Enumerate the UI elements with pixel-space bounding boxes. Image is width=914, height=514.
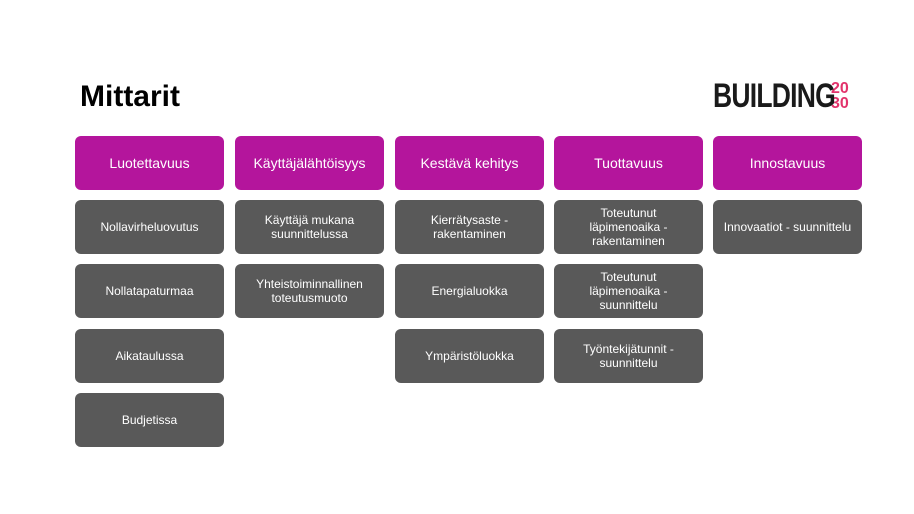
metric-item: Budjetissa (75, 393, 224, 447)
metric-item: Yhteistoiminnallinen toteutusmuoto (235, 264, 384, 318)
metric-item: Käyttäjä mukana suunnittelussa (235, 200, 384, 254)
metric-item: Energialuokka (395, 264, 544, 318)
metric-item: Nollavirheluovutus (75, 200, 224, 254)
category-header: Luotettavuus (75, 136, 224, 190)
logo-digits: 20 30 (831, 80, 849, 112)
logo-word: BUILDING (713, 76, 836, 115)
category-header: Kestävä kehitys (395, 136, 544, 190)
metric-item: Työntekijätunnit - suunnittelu (554, 329, 703, 383)
metric-item: Nollatapaturmaa (75, 264, 224, 318)
category-header: Tuottavuus (554, 136, 703, 190)
metric-item: Ympäristöluokka (395, 329, 544, 383)
metric-item: Toteutunut läpimenoaika - rakentaminen (554, 200, 703, 254)
category-header: Käyttäjälähtöisyys (235, 136, 384, 190)
building-2030-logo: BUILDING 20 30 (713, 76, 849, 115)
page-title: Mittarit (80, 80, 180, 113)
metric-item: Innovaatiot - suunnittelu (713, 200, 862, 254)
metric-item: Toteutunut läpimenoaika - suunnittelu (554, 264, 703, 318)
category-header: Innostavuus (713, 136, 862, 190)
metric-item: Aikataulussa (75, 329, 224, 383)
logo-digits-bottom: 30 (831, 95, 849, 112)
logo-digits-top: 20 (831, 80, 849, 97)
metric-item: Kierrätysaste - rakentaminen (395, 200, 544, 254)
